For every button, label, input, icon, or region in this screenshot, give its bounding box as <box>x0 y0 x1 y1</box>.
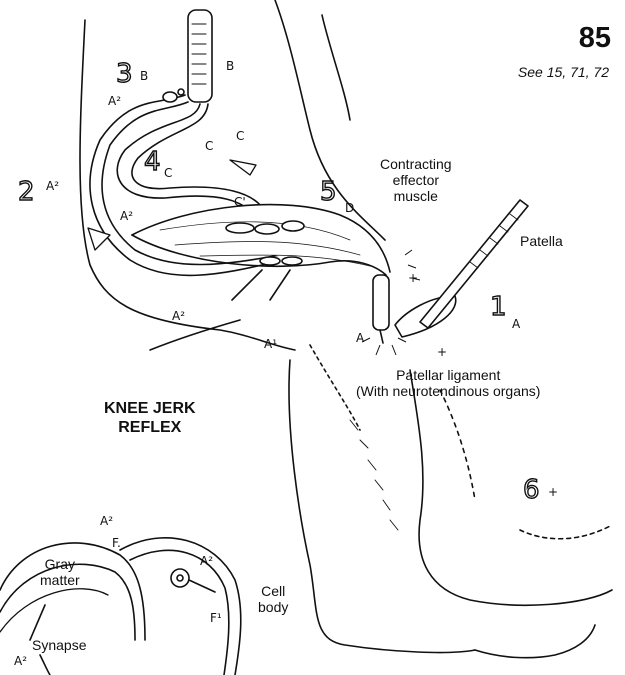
marker-a: A <box>356 331 365 345</box>
label-patellar-ligament-line2: (With neurotendinous organs) <box>356 383 540 399</box>
marker-a2-cell: A² <box>200 554 213 568</box>
lower-leg-front <box>289 360 475 652</box>
title-line2: REFLEX <box>104 418 196 437</box>
label-patellar-ligament-line1: Patellar ligament <box>356 367 540 383</box>
foot-toes <box>475 625 595 658</box>
marker-a2-low: A² <box>172 309 185 323</box>
shin-shading <box>350 420 398 530</box>
title-line1: KNEE JERK <box>104 399 196 418</box>
marker-a2-top: A² <box>108 94 121 108</box>
marker-a1: A¹ <box>264 337 277 351</box>
marker-a2-corner: A² <box>14 654 27 668</box>
marker-b: B <box>226 59 234 73</box>
marker-a2-bottom: A² <box>100 514 113 528</box>
thigh-under-line <box>150 320 240 350</box>
marker-a2-mid: A² <box>120 209 133 223</box>
label-contracting-line2: effector <box>380 172 452 188</box>
label-cell-line1: Cell <box>258 583 288 599</box>
reflex-hammer <box>420 200 528 328</box>
lower-leg-back <box>410 370 612 605</box>
step-2-letter: A² <box>46 179 59 193</box>
marker-f: F. <box>112 536 121 550</box>
marker-c-arrow: C <box>236 129 244 143</box>
step-1-marker: 1 <box>490 292 507 322</box>
label-synapse: Synapse <box>32 637 86 653</box>
step-1-letter: A <box>512 317 521 331</box>
step-5-letter: D <box>345 201 354 215</box>
step-3-letter: B <box>140 69 148 83</box>
hip-back-outline <box>322 15 350 120</box>
burst-plus-2: + <box>437 345 447 359</box>
step-6-marker: 6 <box>523 475 540 505</box>
see-reference: See 15, 71, 72 <box>518 64 609 80</box>
label-gray-line2: matter <box>40 572 80 588</box>
label-contracting-line3: muscle <box>380 188 452 204</box>
marker-c-prime: C' <box>234 195 246 209</box>
label-cell-line2: body <box>258 599 288 615</box>
label-contracting-line1: Contracting <box>380 156 452 172</box>
label-gray-matter: Gray matter <box>40 556 80 588</box>
pointer-lines <box>232 270 290 300</box>
step-4-marker: 4 <box>144 147 161 177</box>
step-3-marker: 3 <box>116 59 133 89</box>
step-5-marker: 5 <box>320 177 337 207</box>
heel-dashed <box>440 390 475 500</box>
label-gray-line1: Gray <box>40 556 80 572</box>
step-2-marker: 2 <box>18 177 35 207</box>
foot-dashed <box>520 525 612 539</box>
page-number: 85 <box>579 22 611 55</box>
burst-plus-6: + <box>548 485 558 499</box>
label-patella: Patella <box>520 233 563 249</box>
label-cell-body: Cell body <box>258 583 288 615</box>
knee-dashed <box>310 345 360 430</box>
marker-f1: F¹ <box>210 611 222 625</box>
label-contracting-muscle: Contracting effector muscle <box>380 156 452 204</box>
step-4-letter: C <box>164 166 172 180</box>
burst-plus-1: + <box>408 271 418 285</box>
label-patellar-ligament: Patellar ligament (With neurotendinous o… <box>356 367 540 399</box>
diagram-title: KNEE JERK REFLEX <box>104 399 196 437</box>
spinal-cord-segment <box>188 10 212 102</box>
marker-c: C <box>205 139 213 153</box>
